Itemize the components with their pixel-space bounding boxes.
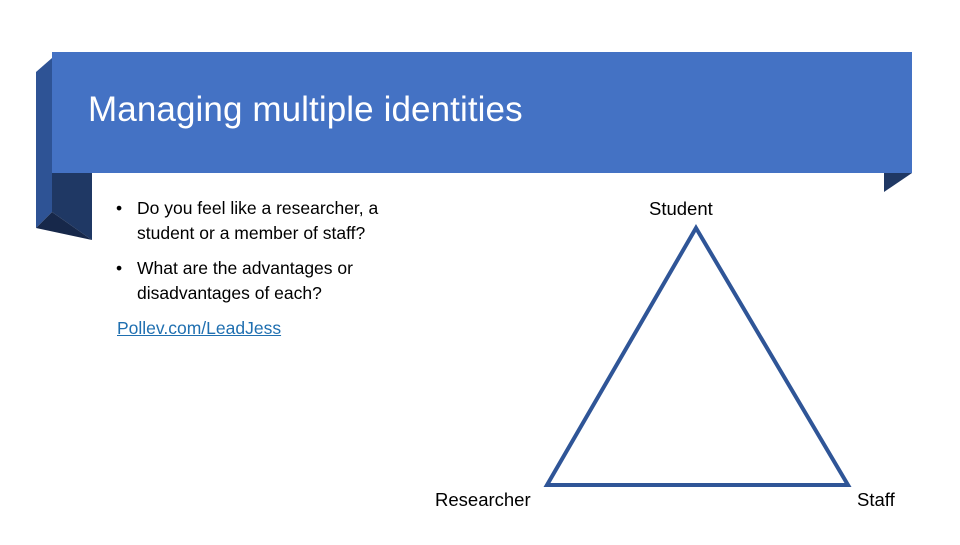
banner-left-fold-shadow-icon [36,212,92,240]
bullet-dot-icon: • [116,258,123,278]
banner-right-fold-icon [884,173,912,192]
poll-link-line: Pollev.com/LeadJess [110,316,440,341]
bullet-item: • What are the advantages or disadvantag… [110,256,440,306]
pollev-link[interactable]: Pollev.com/LeadJess [117,318,282,338]
page-title: Managing multiple identities [88,90,523,129]
banner-left-strip [36,58,52,228]
triangle-label-researcher: Researcher [435,489,531,510]
title-banner: Managing multiple identities [0,0,960,250]
banner-shape [36,52,912,240]
triangle-label-staff: Staff [857,489,895,510]
bullet-text: What are the advantages or disadvantages… [137,258,353,303]
banner-fill [52,52,912,173]
bullet-dot-icon: • [116,198,123,218]
triangle-outline [543,224,852,487]
body-text-block: • Do you feel like a researcher, a stude… [110,196,440,341]
bullet-text: Do you feel like a researcher, a student… [137,198,379,243]
bullet-item: • Do you feel like a researcher, a stude… [110,196,440,246]
banner-left-fold-icon [52,173,92,240]
